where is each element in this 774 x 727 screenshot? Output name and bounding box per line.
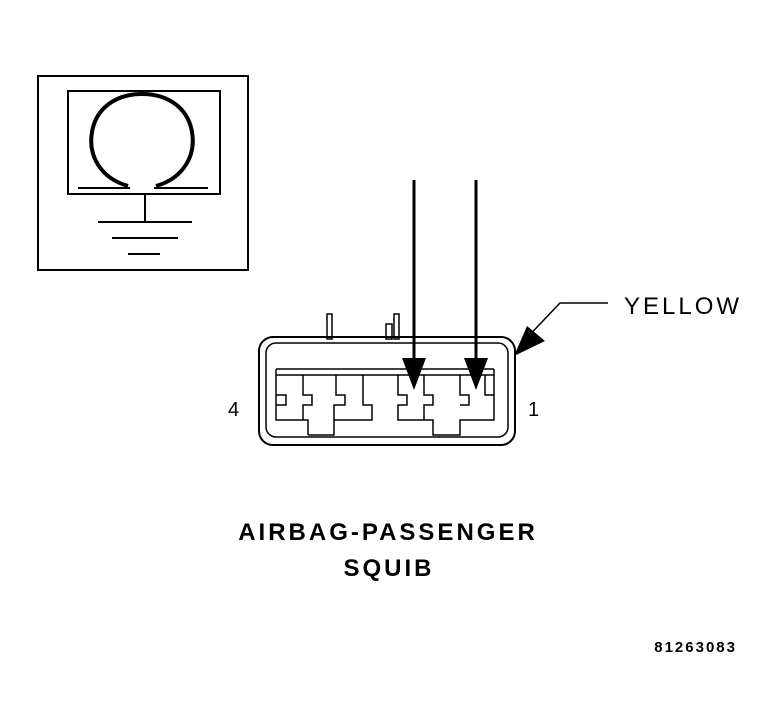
probe-arrow-left <box>402 180 426 390</box>
figure-id: 81263083 <box>654 639 737 656</box>
wire-color-leader <box>514 302 608 356</box>
probe-arrow-right <box>464 180 488 390</box>
lock-tab <box>385 323 393 340</box>
connector-body <box>258 313 516 446</box>
pin-number-right: 1 <box>528 399 539 421</box>
wire-color-label: YELLOW <box>624 293 742 320</box>
omega-symbol <box>89 91 195 188</box>
lock-tab <box>393 313 400 340</box>
lock-tab <box>326 313 333 340</box>
ohmmeter-ground-icon <box>37 75 249 271</box>
pin-number-left: 4 <box>228 399 239 421</box>
terminal-cavities <box>275 375 495 436</box>
diagram-title-line2: SQUIB <box>343 555 434 582</box>
diagram-title-line1: AIRBAG-PASSENGER <box>238 519 538 546</box>
